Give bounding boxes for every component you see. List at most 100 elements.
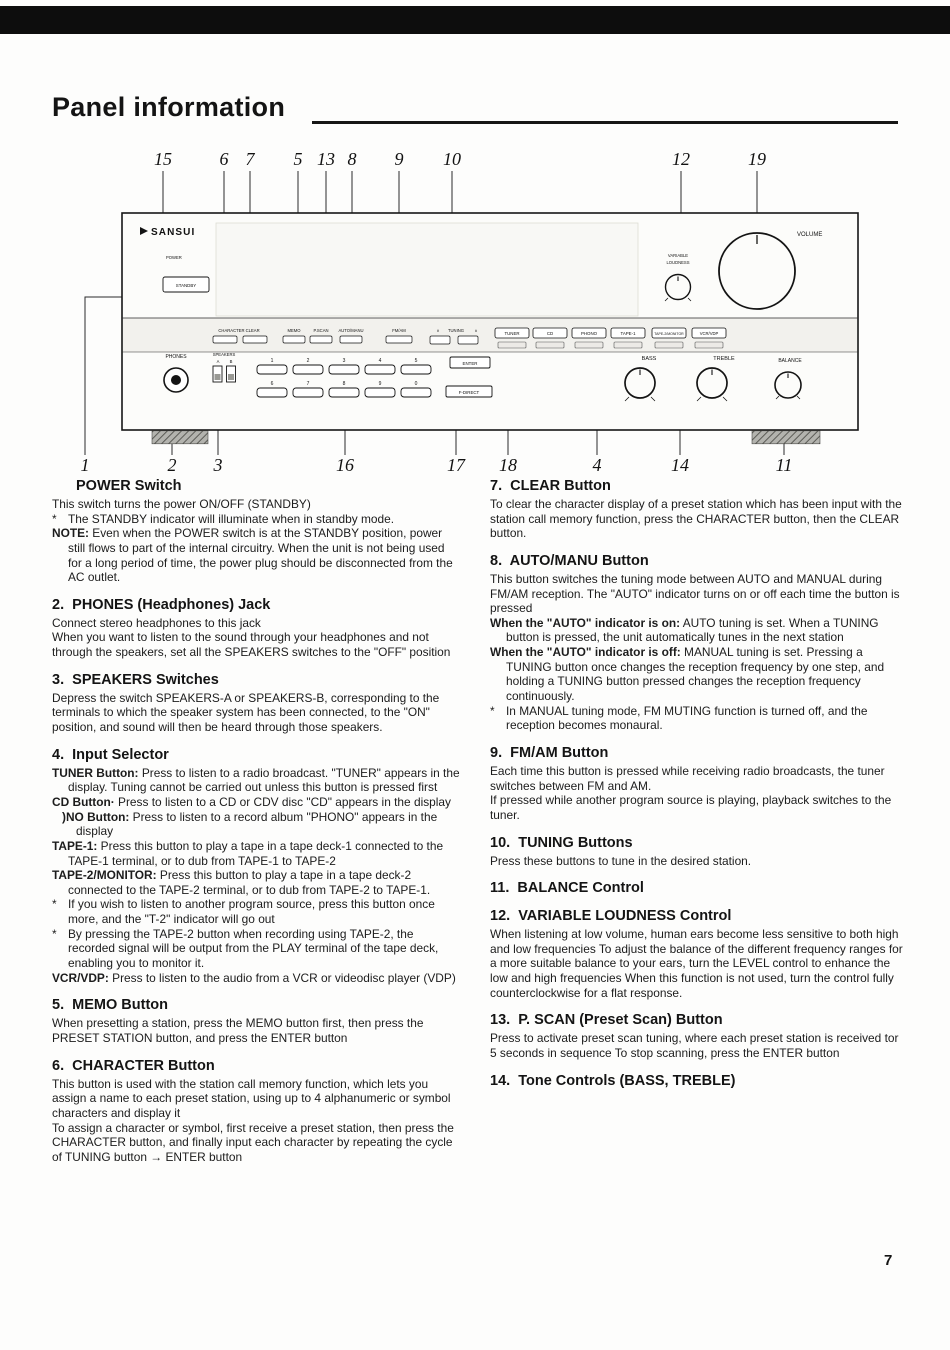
section-paragraph: If pressed while another program source … <box>490 793 892 822</box>
f-direct-button: F-DIRECT <box>445 385 493 398</box>
title-rule <box>312 121 898 124</box>
key-4-label: 4 <box>379 358 382 364</box>
key-8-label: 8 <box>343 381 346 387</box>
section-heading: 9. FM/AM Button <box>490 744 609 761</box>
section-paragraph: *The STANDBY indicator will illuminate w… <box>52 511 395 526</box>
section-paragraph: *In MANUAL tuning mode, FM MUTING functi… <box>490 703 868 733</box>
callout-9: 9 <box>395 149 404 169</box>
key-9-label: 9 <box>379 381 382 387</box>
section-heading: 6. CHARACTER Button <box>52 1057 215 1074</box>
key-2-label: 2 <box>307 358 310 364</box>
auto-manu-label: AUTO/MANU <box>338 328 363 333</box>
sansui-logo-mark <box>140 227 148 235</box>
callout-6: 6 <box>220 149 229 169</box>
callout-19: 19 <box>748 149 766 169</box>
bass-label: BASS <box>642 356 657 362</box>
section-heading: 13. P. SCAN (Preset Scan) Button <box>490 1012 723 1029</box>
phones-jack: PHONES <box>163 354 189 393</box>
preset-number-keys: 1 2 3 4 5 6 7 8 9 0 <box>256 358 432 398</box>
receiver-panel-diagram: 15 6 7 5 13 8 9 10 12 19 1 2 3 16 17 18 … <box>81 149 859 475</box>
input-selector-phono: PHONO <box>571 327 607 349</box>
paragraph-lead: )NO Button: <box>62 809 130 824</box>
paragraph-lead: VCR/VDP: <box>52 970 109 985</box>
callout-7: 7 <box>246 149 256 169</box>
auto-manu-button: AUTO/MANU <box>338 328 364 344</box>
speaker-a-label: A <box>217 359 220 364</box>
paragraph-lead: When the "AUTO" indicator is off: <box>490 645 681 660</box>
section-paragraph: *If you wish to listen to another progra… <box>52 897 435 927</box>
display-window <box>215 222 639 317</box>
asterisk-marker: * <box>52 897 57 912</box>
vcr-vdp-label: VCR/VDP <box>700 331 719 336</box>
fm-am-button: FM/AM <box>385 328 413 344</box>
input-selector-tape1: TAPE-1 <box>610 327 646 349</box>
character-clear-label: CHARACTER CLEAR <box>218 328 259 333</box>
tape1-label: TAPE-1 <box>620 331 636 336</box>
section-paragraph: Depress the switch SPEAKERS-A or SPEAKER… <box>52 690 440 735</box>
variable-loudness-label-1: VARIABLE <box>668 253 688 258</box>
volume-knob <box>718 232 796 310</box>
panel-foot-left <box>151 430 209 445</box>
callout-10: 10 <box>443 149 461 169</box>
callout-8: 8 <box>348 149 357 169</box>
paragraph-lead: When the "AUTO" indicator is on: <box>490 615 681 630</box>
key-3-label: 3 <box>343 358 346 364</box>
section-paragraph: Connect stereo headphones to this jack <box>52 615 261 630</box>
callout-14: 14 <box>671 455 689 475</box>
power-label: POWER <box>166 255 182 260</box>
cd-label: CD <box>547 331 553 336</box>
section-paragraph: When listening at low volume, human ears… <box>490 927 903 1000</box>
panel-foot-right <box>751 430 821 445</box>
enter-label: ENTER <box>463 361 478 366</box>
input-selector-vcr-vdp: VCR/VDP <box>691 327 727 349</box>
callout-numbers-bottom: 1 2 3 16 17 18 4 14 11 <box>81 455 793 475</box>
section-paragraph: TUNER Button: Press to listen to a radio… <box>52 765 460 795</box>
section-paragraph: When presetting a station, press the MEM… <box>52 1016 424 1045</box>
callout-17: 17 <box>447 455 466 475</box>
section-heading: POWER Switch <box>76 478 182 494</box>
section-heading: 3. SPEAKERS Switches <box>52 671 219 688</box>
f-direct-label: F-DIRECT <box>459 390 480 395</box>
section-heading: 5. MEMO Button <box>52 997 168 1014</box>
section-heading: 12. VARIABLE LOUDNESS Control <box>490 908 732 925</box>
key-0-label: 0 <box>415 381 418 387</box>
section-paragraph: CD Button· Press to listen to a CD or CD… <box>52 794 451 809</box>
treble-knob: TREBLE <box>696 356 735 402</box>
brand-text: SANSUI <box>151 227 195 238</box>
tuning-up-icon: ∧ <box>474 328 477 333</box>
callout-12: 12 <box>672 149 690 169</box>
section-paragraph: )NO Button: Press to listen to a record … <box>62 809 438 839</box>
speaker-b-label: B <box>230 359 233 364</box>
bass-knob: BASS <box>624 356 657 402</box>
volume-label: VOLUME <box>797 232 822 238</box>
section-paragraph: VCR/VDP: Press to listen to the audio fr… <box>52 970 456 985</box>
balance-label: BALANCE <box>778 358 802 364</box>
section-paragraph: This button switches the tuning mode bet… <box>490 571 900 616</box>
sansui-logo: SANSUI <box>140 227 195 238</box>
section-heading: 14. Tone Controls (BASS, TREBLE) <box>490 1072 736 1089</box>
input-selector-tuner: TUNER <box>494 327 530 349</box>
callout-2: 2 <box>168 455 177 475</box>
asterisk-marker: * <box>52 511 57 526</box>
scan-top-bar <box>0 6 950 34</box>
variable-loudness-control: VARIABLE LOUDNESS <box>664 253 692 302</box>
balance-knob: BALANCE <box>774 358 802 400</box>
section-heading: 8. AUTO/MANU Button <box>490 552 649 569</box>
section-paragraph: This switch turns the power ON/OFF (STAN… <box>52 497 311 511</box>
key-5-label: 5 <box>415 358 418 364</box>
standby-button: STANDBY <box>162 276 210 293</box>
callout-1: 1 <box>81 455 90 475</box>
standby-label: STANDBY <box>176 283 196 288</box>
input-selector-tape2-monitor: TAPE-2/MONITOR <box>651 327 687 349</box>
page-title: Panel information <box>52 92 286 122</box>
key-6-label: 6 <box>271 381 274 387</box>
section-paragraph: TAPE-1: Press this button to play a tape… <box>52 838 444 868</box>
section-paragraph: Press these buttons to tune in the desir… <box>490 853 752 868</box>
section-heading: 4. Input Selector <box>52 746 169 763</box>
section-heading: 10. TUNING Buttons <box>490 834 633 851</box>
section-heading: 2. PHONES (Headphones) Jack <box>52 596 271 613</box>
paragraph-lead: TUNER Button: <box>52 765 139 780</box>
